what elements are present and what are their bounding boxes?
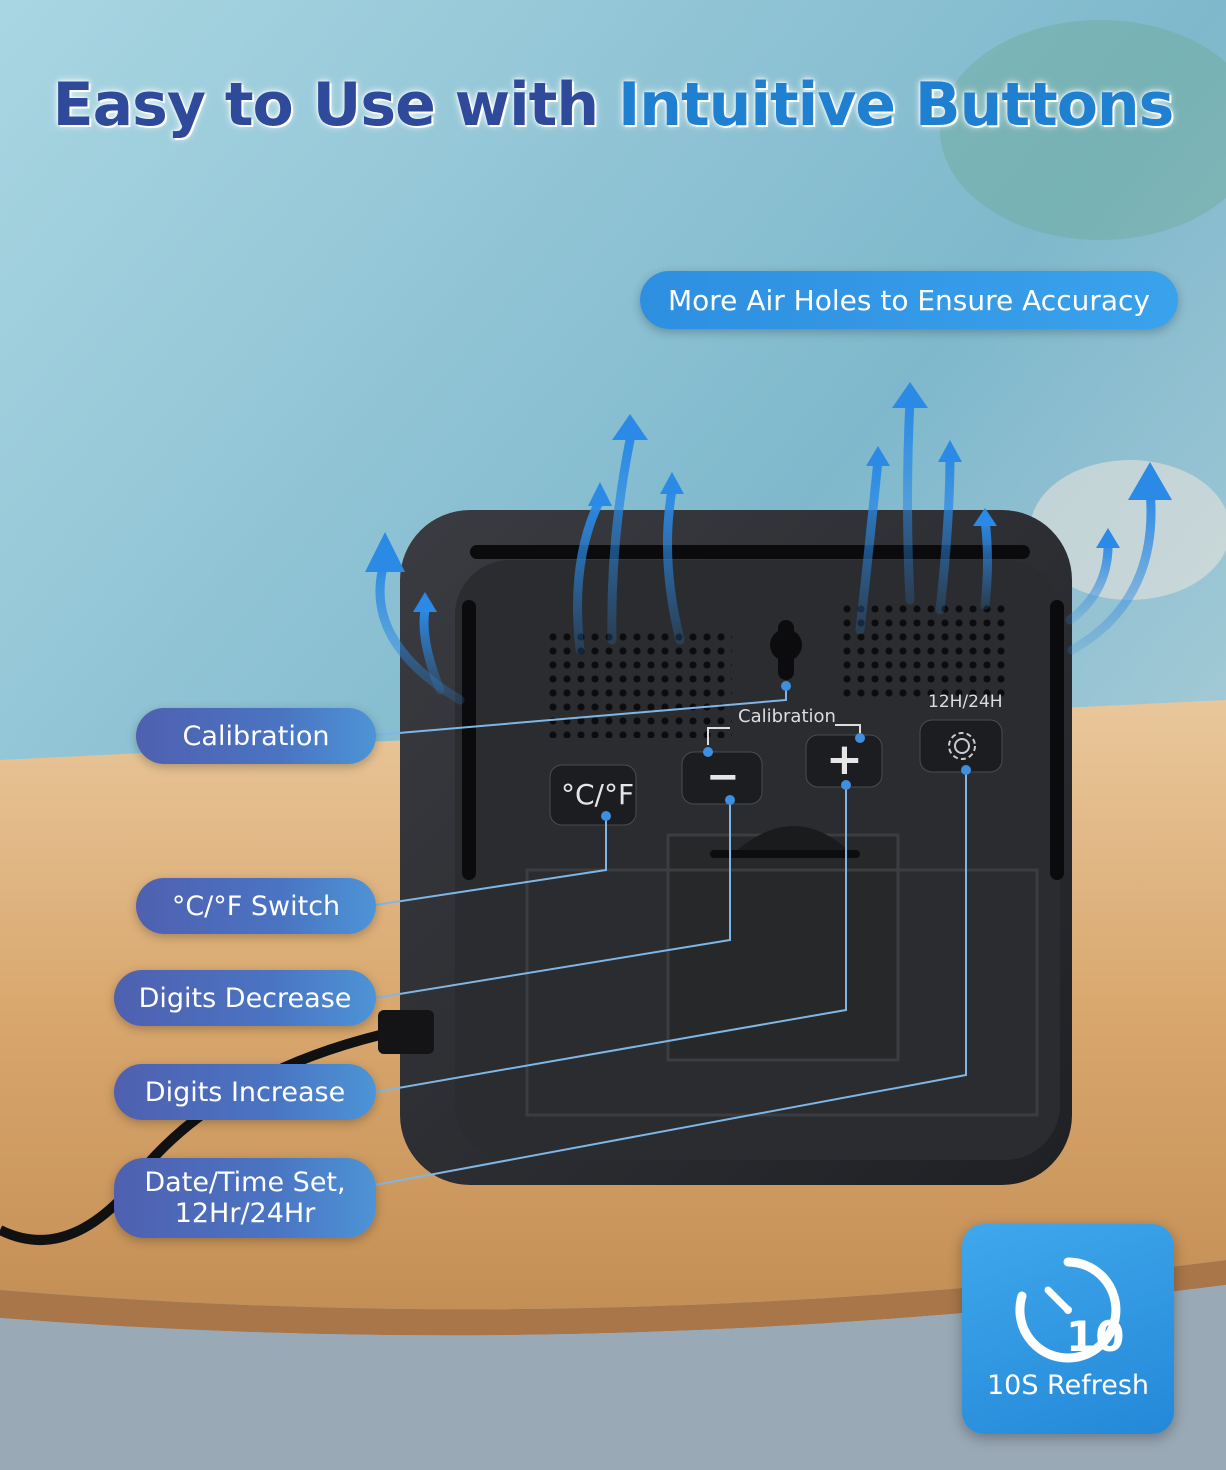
usb-plug [378,1010,434,1054]
unit-button [549,764,637,826]
refresh-number: 10 [1066,1312,1125,1361]
leader-dots [601,681,971,821]
unit-switch-callout: °C/°F Switch [136,878,376,934]
air-holes-callout: More Air Holes to Ensure Accuracy [640,271,1178,329]
minus-button [681,751,763,805]
gear-icon [948,732,976,760]
title-part-a: Easy to Use with [52,70,599,140]
digits-decrease-callout: Digits Decrease [114,970,376,1026]
date-time-line2: 12Hr/24Hr [174,1198,316,1229]
calibration-device-label: Calibration [738,706,836,727]
unit-button-label: °C/°F [561,778,635,811]
page-title: Easy to Use with Intuitive Buttons [0,70,1226,140]
table-edge [0,1260,1226,1336]
plus-button-label: + [826,734,863,785]
arrow-heads [365,382,1172,612]
minus-button-label: − [706,754,740,800]
left-grille [546,630,732,738]
lamp-blur [1030,460,1226,600]
digits-increase-callout: Digits Increase [114,1064,376,1120]
mode-device-label: 12H/24H [928,692,1003,712]
battery-door [666,833,900,1062]
title-part-b: Intuitive Buttons [617,70,1174,140]
date-time-callout: Date/Time Set, 12Hr/24Hr [114,1158,376,1238]
calibration-callout: Calibration [136,708,376,764]
plant-blur [940,20,1226,240]
right-grille [838,600,1010,700]
timer-icon [1015,1257,1121,1363]
airflow-arrow-icon [375,395,1156,705]
refresh-badge: 10 10S Refresh [962,1224,1174,1434]
date-time-line1: Date/Time Set, [144,1167,346,1198]
refresh-label: 10S Refresh [986,1370,1150,1401]
floor [0,1285,1226,1470]
stand-outline [525,868,1039,1117]
settings-button [919,719,1003,773]
